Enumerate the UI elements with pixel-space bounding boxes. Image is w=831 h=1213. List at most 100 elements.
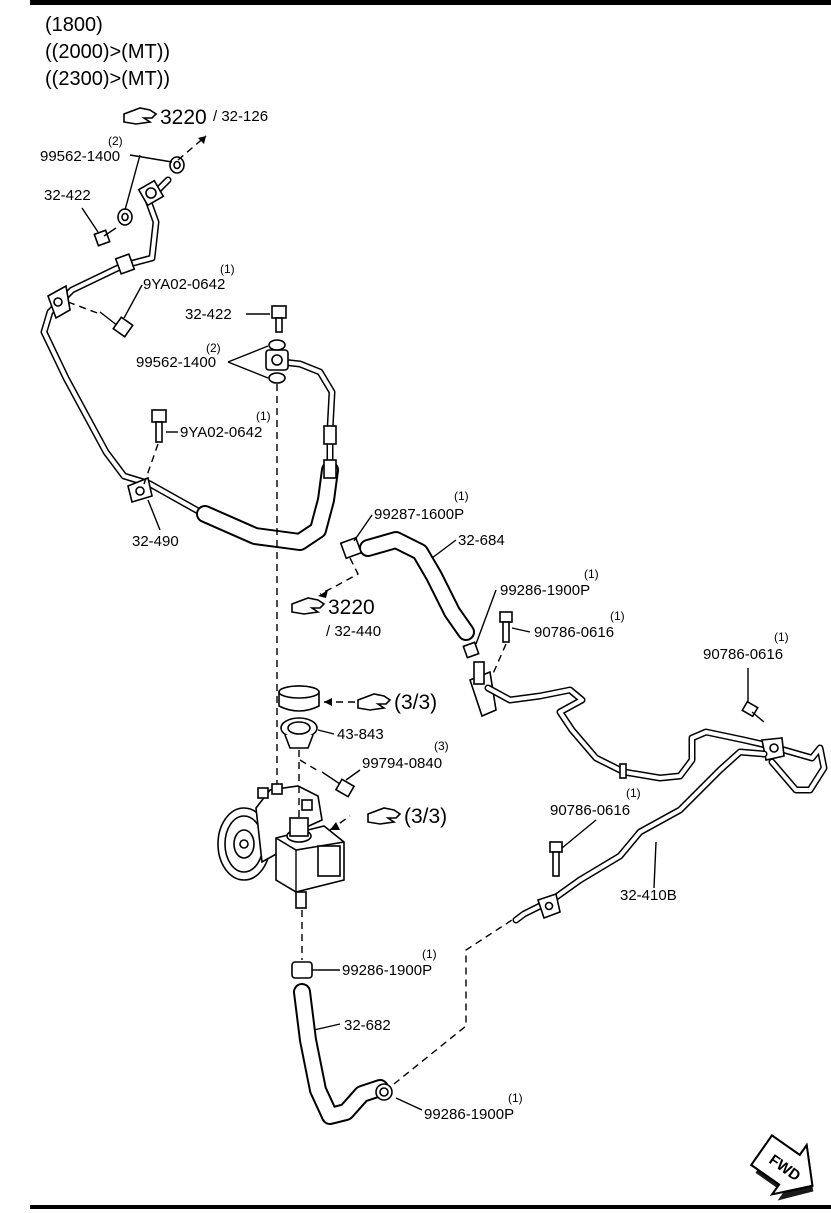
leader-clip-return [475, 589, 497, 645]
ref-mid-number[interactable]: 3220 [328, 596, 375, 619]
leader-pipe-label [653, 841, 657, 889]
leader-washer-top-2 [124, 154, 141, 211]
leader-washer-top [129, 154, 173, 163]
pressure-line-32-490[interactable] [40, 176, 339, 551]
leader-bolt-pipe [561, 819, 597, 849]
ref-top-page[interactable]: / 32-126 [213, 108, 268, 125]
banjo-fitting-mid[interactable] [265, 349, 289, 371]
leader-bolt-return [511, 627, 531, 633]
header-model-2300-mt: ((2300)>(MT)) [45, 68, 171, 90]
label-clip-return[interactable]: 99286-1900P [500, 582, 590, 599]
qty-bolt-bracket: (1) [220, 262, 235, 276]
leader-washer-mid-1 [227, 345, 269, 363]
bolt-32-422-mid[interactable] [271, 305, 287, 333]
bolt-9ya02-0642-clamp[interactable] [151, 409, 167, 443]
ref-pump-page[interactable]: (3/3) [404, 805, 447, 828]
leader-bolt-bracket [123, 284, 143, 319]
dash-lower-to-pipe [393, 919, 513, 1085]
label-return-pipe[interactable]: 32-410B [620, 887, 677, 904]
oil-pump-assembly[interactable] [217, 783, 345, 909]
arrow-mid-ref [318, 590, 328, 598]
label-lower-hose[interactable]: 32-682 [344, 1017, 391, 1034]
bolt-9ya02-0642-bracket[interactable] [99, 311, 134, 338]
label-clip-top[interactable]: 99287-1600P [374, 506, 464, 523]
qty-bolt-clamp: (1) [256, 409, 271, 423]
dash-mid-ref [319, 557, 359, 595]
dash-clamp [143, 443, 159, 485]
dash-bolt-return [491, 643, 507, 677]
bolt-90786-0616-pipe[interactable] [549, 841, 563, 877]
label-bolt-pipe[interactable]: 90786-0616 [550, 802, 630, 819]
washer-top-1-hole [173, 160, 181, 170]
arrow-cap-ref [324, 698, 332, 706]
qty-bolt-pump: (3) [434, 739, 449, 753]
leader-seal [317, 729, 335, 735]
ref-cap-page[interactable]: (3/3) [394, 691, 437, 714]
qty-bolt-return: (1) [610, 609, 625, 623]
washer-top-2-hole [121, 212, 129, 222]
qty-clip-lower: (1) [508, 1091, 523, 1105]
bolt-90786-0616-cooler[interactable] [741, 700, 765, 723]
cooler-pipe[interactable] [484, 684, 828, 794]
dash-bracket [67, 301, 101, 315]
clip-99286-1900p-pump[interactable] [291, 961, 318, 979]
label-bolt-clamp[interactable]: 9YA02-0642 [180, 424, 262, 441]
label-bolt-cooler[interactable]: 90786-0616 [703, 646, 783, 663]
pointing-hand-icon-mid [291, 597, 326, 615]
label-bolt-bracket[interactable]: 9YA02-0642 [143, 276, 225, 293]
clip-99286-1900p-return[interactable] [462, 641, 480, 659]
qty-bolt-pipe: (1) [626, 786, 641, 800]
arrow-pump-ref [330, 822, 340, 830]
header-model-1800: (1800) [45, 14, 103, 36]
label-clip-lower[interactable]: 99286-1900P [424, 1106, 514, 1123]
leader-clip-lower [395, 1097, 423, 1111]
leader-lower-hose [313, 1023, 341, 1031]
fwd-arrow-icon: FWD [749, 1134, 814, 1201]
banjo-fitting-top[interactable] [137, 179, 165, 207]
leader-return-hose [431, 539, 457, 559]
label-bolt-mid[interactable]: 32-422 [185, 306, 232, 323]
header-model-2000-mt: ((2000)>(MT)) [45, 41, 171, 63]
bolt-99794-0840[interactable] [321, 771, 356, 798]
bottom-border [30, 1205, 831, 1209]
leader-pressure-line [147, 499, 161, 531]
qty-clip-top: (1) [454, 489, 469, 503]
label-bolt-return[interactable]: 90786-0616 [534, 624, 614, 641]
return-hose-32-684[interactable] [359, 531, 475, 641]
label-clip-pump[interactable]: 99286-1900P [342, 962, 432, 979]
label-return-hose[interactable]: 32-684 [458, 532, 505, 549]
leader-clip-top [353, 514, 373, 542]
reservoir-cap[interactable] [278, 685, 320, 712]
label-pressure-line[interactable]: 32-490 [132, 533, 179, 550]
lower-hose-32-682[interactable] [293, 983, 389, 1125]
arrow-top-ref [198, 136, 206, 144]
clip-99286-1900p-lower[interactable] [375, 1083, 393, 1101]
pipe-fitting-bracket[interactable] [469, 661, 497, 718]
label-bolt-top[interactable]: 32-422 [44, 187, 91, 204]
qty-washer-mid: (2) [206, 341, 221, 355]
label-washer-top[interactable]: 99562-1400 [40, 148, 120, 165]
washer-mid-2[interactable] [268, 372, 286, 384]
label-bolt-pump[interactable]: 99794-0840 [362, 755, 442, 772]
pointing-hand-icon-cap [357, 693, 392, 711]
label-seal[interactable]: 43-843 [337, 726, 384, 743]
dash-bolt-pump [299, 759, 321, 773]
pointing-hand-icon-pump [367, 807, 402, 825]
qty-clip-return: (1) [584, 567, 599, 581]
leader-washer-mid-2 [227, 361, 269, 379]
top-border [30, 0, 831, 5]
ref-top-number[interactable]: 3220 [160, 106, 207, 129]
seal-43-843[interactable] [280, 717, 318, 749]
bolt-32-422-top[interactable] [93, 227, 117, 247]
ref-mid-page[interactable]: / 32-440 [326, 623, 381, 640]
bolt-90786-0616-return[interactable] [499, 611, 513, 643]
pipe-bracket-lower[interactable] [536, 892, 561, 920]
clip-99287-1600p[interactable] [339, 536, 363, 560]
pipe-clamp-cooler[interactable] [761, 737, 785, 761]
leader-bolt-top [81, 207, 99, 233]
qty-bolt-cooler: (1) [774, 630, 789, 644]
pointing-hand-icon-top [123, 107, 158, 125]
qty-clip-pump: (1) [422, 947, 437, 961]
label-washer-mid[interactable]: 99562-1400 [136, 354, 216, 371]
washer-mid-1[interactable] [268, 339, 286, 351]
